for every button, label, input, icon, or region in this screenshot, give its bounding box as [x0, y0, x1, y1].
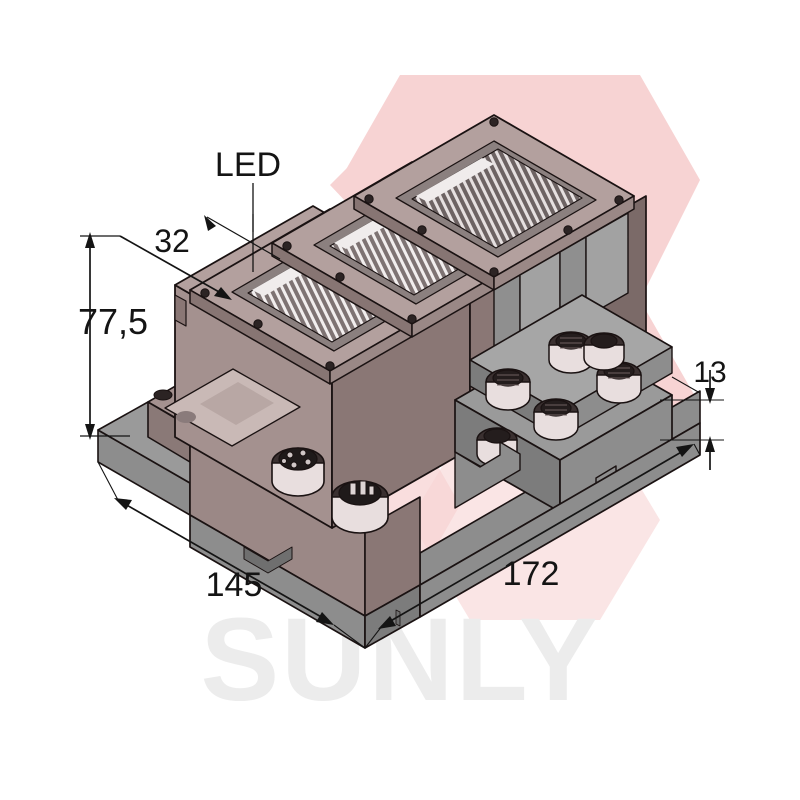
m12-connectors-right: [476, 331, 642, 467]
dimension-172: [364, 443, 701, 649]
dimension-13: [660, 370, 724, 470]
module-3: [353, 114, 635, 291]
led-label: LED: [215, 146, 281, 184]
dimension-layer: [80, 183, 724, 649]
dimension-label-172: 172: [503, 555, 560, 593]
label-plate: [153, 368, 301, 447]
m12-connectors-front: [271, 447, 389, 534]
dimension-label-height: 77,5: [78, 301, 148, 342]
connector-power-in: [271, 447, 325, 497]
dimension-label-145: 145: [206, 566, 263, 604]
dimension-label-depth: 32: [154, 223, 190, 259]
dimension-145: [97, 461, 366, 649]
dimension-label-13: 13: [693, 356, 726, 389]
connector-bus: [331, 480, 389, 534]
device-assembly: [97, 114, 701, 649]
dimension-height: [80, 232, 130, 440]
